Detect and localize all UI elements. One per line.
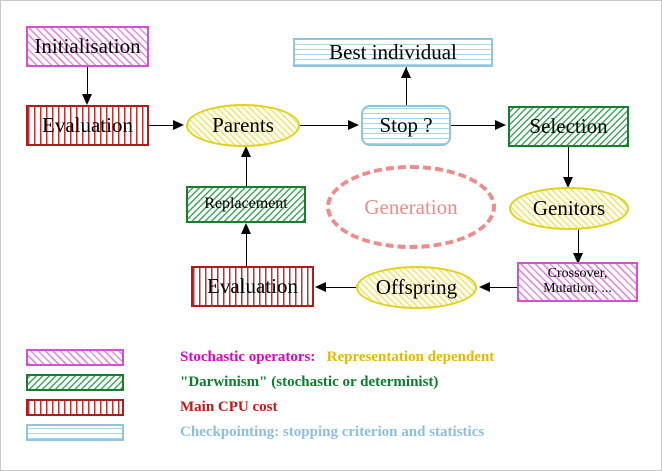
edge-parents-to-stop [299,125,349,126]
arrowhead-parents-to-stop [348,120,359,130]
edge-genitors-to-crossover [578,229,579,255]
arrowhead-evaluation-to-parents [173,120,184,130]
generation-loop-ellipse: Generation [326,165,496,249]
edge-crossover-to-offspring [485,287,517,288]
legend-text-primary-1: "Darwinism" (stochastic or determinist) [180,374,439,390]
legend-row-checkpointing: Checkpointing: stopping criterion and st… [26,420,626,445]
legend-row-darwinism: "Darwinism" (stochastic or determinist) [26,370,626,395]
legend-label-stochastic-operators: Stochastic operators: Representation dep… [150,332,494,383]
node-parents[interactable]: Parents [186,104,300,147]
edge-stop-to-best-individual [406,67,407,107]
node-evaluation-bottom-label: Evaluation [207,274,298,299]
node-best-individual-label: Best individual [329,40,457,65]
arrowhead-selection-to-genitors [563,177,573,188]
legend-swatch-blue-horizontal-hatch [26,424,124,441]
legend-text-primary-3: Checkpointing: stopping criterion and st… [180,424,485,440]
node-evaluation-top-label: Evaluation [42,113,133,138]
node-offspring-label: Offspring [375,275,458,300]
arrowhead-offspring-to-evaluation [315,282,326,292]
legend-label-main-cpu-cost: Main CPU cost [150,382,278,433]
node-crossover-mutation[interactable]: Crossover, Mutation, ... [517,262,638,302]
edge-evaluation-to-parents [149,125,175,126]
node-initialisation-label: Initialisation [34,34,141,59]
arrowhead-evaluation-to-replacement [241,223,251,234]
legend-label-darwinism: "Darwinism" (stochastic or determinist) [150,357,438,408]
node-selection-label: Selection [529,114,608,139]
arrowhead-initialisation-to-evaluation [82,94,92,105]
edge-evaluation-to-replacement [246,234,247,266]
node-evaluation-top[interactable]: Evaluation [26,105,149,146]
node-crossover-mutation-label: Crossover, Mutation, ... [543,266,612,296]
node-stop[interactable]: Stop ? [361,105,451,146]
legend-text-primary-0: Stochastic operators: [180,349,316,365]
node-initialisation[interactable]: Initialisation [26,26,149,67]
legend-label-checkpointing: Checkpointing: stopping criterion and st… [150,407,484,458]
node-genitors-label: Genitors [532,196,606,221]
edge-initialisation-to-evaluation [87,66,88,95]
arrowhead-crossover-to-offspring [479,282,490,292]
legend: Stochastic operators: Representation dep… [26,345,626,445]
legend-text-secondary-0: Representation dependent [326,349,495,365]
legend-row-main-cpu-cost: Main CPU cost [26,395,626,420]
edge-selection-to-genitors [568,147,569,178]
legend-text-primary-2: Main CPU cost [180,399,278,415]
node-genitors[interactable]: Genitors [509,187,629,230]
arrowhead-stop-to-best-individual [401,67,411,78]
legend-row-stochastic-operators: Stochastic operators: Representation dep… [26,345,626,370]
arrowhead-genitors-to-crossover [573,253,583,264]
edge-stop-to-selection [451,125,496,126]
legend-swatch-green-diagonal-hatch [26,374,124,391]
edge-replacement-to-parents [246,157,247,187]
legend-swatch-magenta-diagonal-hatch [26,349,124,366]
arrowhead-stop-to-selection [495,120,506,130]
legend-swatch-red-vertical-hatch [26,399,124,416]
node-best-individual[interactable]: Best individual [293,38,493,67]
node-offspring[interactable]: Offspring [356,266,477,309]
node-parents-label: Parents [212,113,274,138]
arrowhead-replacement-to-parents [241,146,251,157]
node-evaluation-bottom[interactable]: Evaluation [191,266,314,307]
edge-offspring-to-evaluation [326,287,356,288]
node-replacement[interactable]: Replacement [186,186,306,223]
node-replacement-label: Replacement [204,195,288,213]
generation-label: Generation [364,194,458,219]
node-selection[interactable]: Selection [508,106,629,147]
node-stop-label: Stop ? [379,113,433,138]
